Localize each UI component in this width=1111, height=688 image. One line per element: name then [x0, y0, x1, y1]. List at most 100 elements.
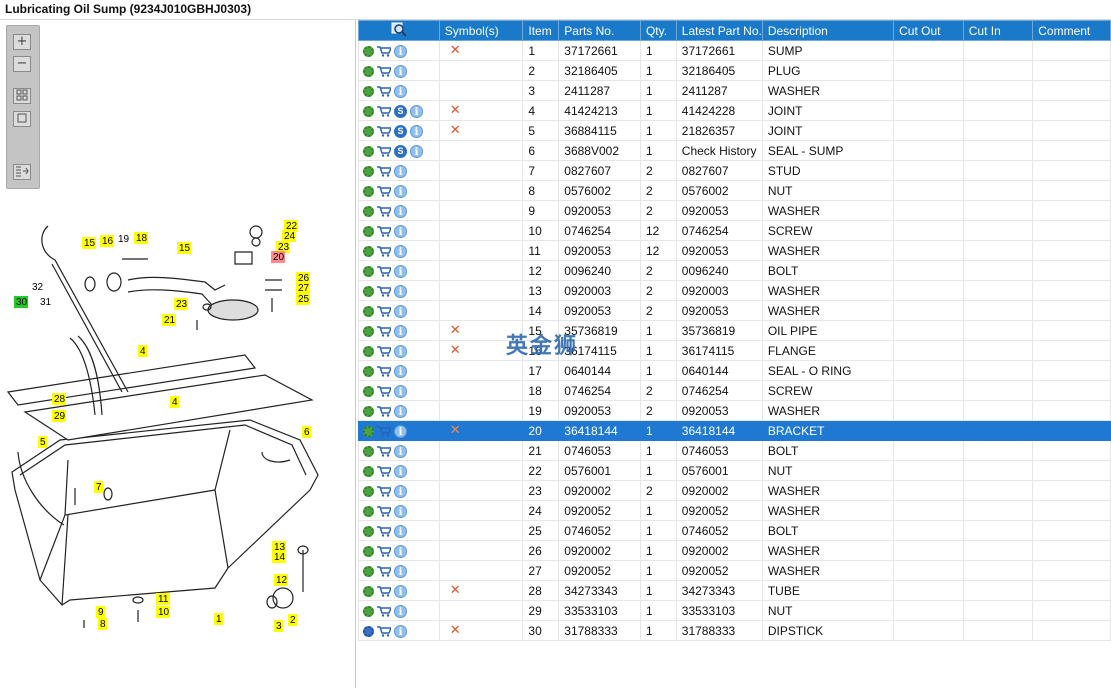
callout-32[interactable]: 32 [32, 282, 44, 293]
callout-26[interactable]: 26 [296, 272, 310, 284]
add-to-cart-icon[interactable] [377, 385, 393, 397]
options-gear-icon[interactable] [363, 65, 374, 77]
add-to-cart-icon[interactable] [377, 345, 393, 357]
add-to-cart-icon[interactable] [377, 625, 393, 637]
options-gear-icon[interactable] [363, 45, 374, 57]
add-to-cart-icon[interactable] [377, 185, 393, 197]
info-icon[interactable]: i [394, 364, 407, 378]
options-gear-icon[interactable] [363, 165, 374, 177]
info-icon[interactable]: i [394, 444, 407, 458]
info-icon[interactable]: i [394, 164, 407, 178]
info-icon[interactable]: i [394, 384, 407, 398]
callout-14[interactable]: 14 [272, 551, 286, 563]
options-gear-icon[interactable] [363, 585, 374, 597]
add-to-cart-icon[interactable] [377, 205, 393, 217]
options-gear-icon[interactable] [363, 245, 374, 257]
options-gear-icon[interactable] [363, 545, 374, 557]
add-to-cart-icon[interactable] [377, 245, 393, 257]
add-to-cart-icon[interactable] [377, 45, 393, 57]
callout-7[interactable]: 7 [94, 481, 103, 493]
add-to-cart-icon[interactable] [377, 525, 393, 537]
info-icon[interactable]: i [394, 284, 407, 298]
add-to-cart-icon[interactable] [377, 465, 393, 477]
callout-2[interactable]: 2 [288, 614, 297, 626]
supersession-icon[interactable]: S [394, 104, 407, 118]
callout-9[interactable]: 9 [96, 606, 105, 618]
add-to-cart-icon[interactable] [377, 305, 393, 317]
options-gear-icon[interactable] [363, 565, 374, 577]
info-icon[interactable]: i [394, 484, 407, 498]
callout-10[interactable]: 10 [156, 606, 170, 618]
callout-27[interactable]: 27 [296, 282, 310, 294]
cut-out-header[interactable]: Cut Out [893, 20, 964, 41]
callout-15[interactable]: 15 [177, 242, 191, 254]
callout-28[interactable]: 28 [52, 393, 66, 405]
options-gear-icon[interactable] [363, 605, 374, 617]
info-icon[interactable]: i [394, 344, 407, 358]
callout-19[interactable]: 19 [118, 234, 130, 245]
add-to-cart-icon[interactable] [377, 225, 393, 237]
callout-23b[interactable]: 23 [174, 298, 188, 310]
callout-29[interactable]: 29 [52, 410, 66, 422]
add-to-cart-icon[interactable] [377, 65, 393, 77]
add-to-cart-icon[interactable] [377, 105, 393, 117]
info-icon[interactable]: i [394, 524, 407, 538]
options-gear-icon[interactable] [363, 185, 374, 197]
info-icon[interactable]: i [410, 124, 423, 138]
callout-12[interactable]: 12 [274, 574, 288, 586]
callout-23[interactable]: 23 [276, 241, 290, 253]
callout-30[interactable]: 30 [14, 296, 28, 308]
add-to-cart-icon[interactable] [377, 565, 393, 577]
info-icon[interactable]: i [394, 204, 407, 218]
callout-13[interactable]: 13 [272, 541, 286, 553]
add-to-cart-icon[interactable] [377, 545, 393, 557]
add-to-cart-icon[interactable] [377, 165, 393, 177]
info-icon[interactable]: i [394, 244, 407, 258]
info-icon[interactable]: i [394, 624, 407, 638]
supersession-icon[interactable]: S [394, 124, 407, 138]
add-to-cart-icon[interactable] [377, 325, 393, 337]
options-gear-icon[interactable] [363, 285, 374, 297]
callout-5[interactable]: 5 [38, 436, 47, 448]
diagram-pane[interactable]: + − [0, 20, 356, 688]
options-gear-icon[interactable] [363, 505, 374, 517]
info-icon[interactable]: i [394, 584, 407, 598]
callout-17[interactable]: 15 [82, 237, 96, 249]
cut-in-header[interactable]: Cut In [962, 20, 1034, 41]
callout-18[interactable]: 18 [134, 232, 148, 244]
info-icon[interactable]: i [394, 224, 407, 238]
callout-25[interactable]: 25 [296, 293, 310, 305]
add-to-cart-icon[interactable] [377, 405, 393, 417]
callout-4a[interactable]: 4 [138, 345, 147, 357]
callout-11[interactable]: 11 [156, 593, 170, 605]
fit-icon[interactable] [13, 88, 31, 104]
callout-1[interactable]: 1 [214, 613, 223, 625]
exploded-parts-diagram[interactable]: 15 16 19 18 15 22 24 23 20 26 27 25 32 3… [0, 200, 355, 640]
search-column-header[interactable] [358, 20, 440, 41]
callout-4b[interactable]: 4 [170, 396, 179, 408]
parts-no-header[interactable]: Parts No. [558, 20, 641, 41]
comment-header[interactable]: Comment [1032, 20, 1111, 41]
callout-24[interactable]: 24 [282, 230, 296, 242]
callout-20[interactable]: 20 [271, 251, 285, 263]
add-to-cart-icon[interactable] [377, 605, 393, 617]
callout-22[interactable]: 22 [284, 220, 298, 232]
add-to-cart-icon[interactable] [377, 85, 393, 97]
symbols-header[interactable]: Symbol(s) [438, 20, 524, 41]
